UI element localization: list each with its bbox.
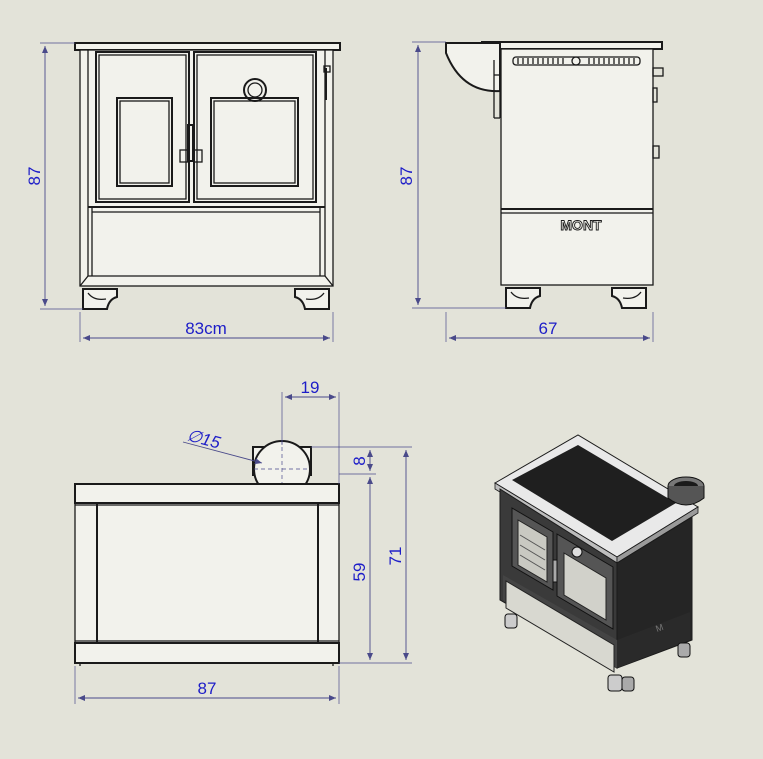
side-view: MONT [445,41,664,309]
top-view [74,440,340,666]
svg-text:M: M [654,622,664,634]
brand-logo: MONT [560,217,602,233]
front-width-label: 83cm [185,319,227,338]
front-height-label: 87 [25,167,44,186]
front-view [74,42,341,310]
front-dimensions: 87 83cm [25,42,334,342]
flue-diameter-label: ∅15 [185,426,223,453]
side-height-label: 87 [397,167,416,186]
isometric-view: M [494,434,705,692]
flue-offset-label: 19 [301,378,320,397]
flue-setback-label: 8 [350,456,369,465]
vent-slots [512,56,641,66]
side-dimensions: 87 67 [397,41,654,342]
top-depth-total-label: 71 [386,547,405,566]
side-depth-label: 67 [539,319,558,338]
top-depth-inner-label: 59 [350,563,369,582]
top-width-label: 87 [198,679,217,698]
